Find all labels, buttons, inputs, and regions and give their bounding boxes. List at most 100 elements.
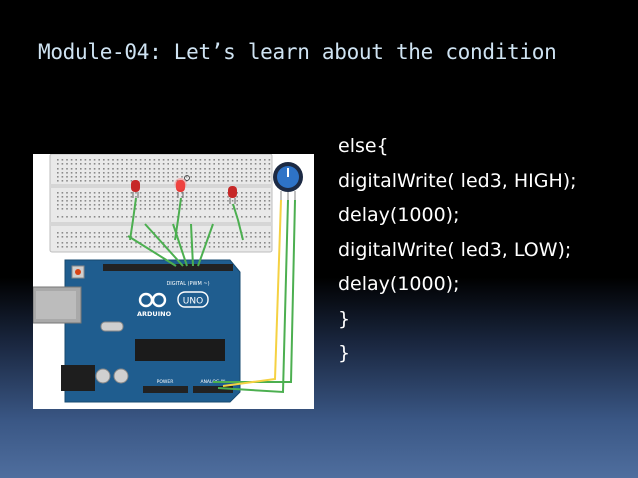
breadboard-hole (190, 172, 192, 174)
breadboard-hole (268, 208, 271, 210)
breadboard-hole (208, 204, 211, 206)
breadboard-hole (70, 216, 73, 218)
breadboard-hole (222, 236, 225, 238)
breadboard-hole (227, 242, 229, 244)
breadboard-hole (75, 232, 77, 234)
breadboard-hole (149, 236, 151, 238)
breadboard-hole (70, 159, 73, 161)
breadboard-hole (75, 168, 77, 170)
breadboard-hole (66, 159, 68, 161)
breadboard-hole (116, 168, 119, 170)
breadboard-hole (57, 236, 59, 238)
breadboard-hole (84, 196, 87, 198)
breadboard-hole (176, 232, 179, 234)
breadboard-hole (176, 180, 179, 182)
breadboard-hole (80, 192, 82, 194)
breadboard-hole (181, 172, 183, 174)
breadboard-hole (84, 159, 87, 161)
breadboard-hole (103, 168, 105, 170)
breadboard-hole (250, 163, 252, 165)
breadboard-hole (121, 246, 123, 248)
breadboard-hole (254, 208, 257, 210)
breadboard-hole (190, 163, 192, 165)
breadboard-hole (130, 180, 133, 182)
breadboard-hole (153, 204, 156, 206)
breadboard-hole (116, 200, 119, 202)
breadboard-hole (89, 232, 91, 234)
arduino-logo (138, 292, 167, 308)
breadboard-hole (84, 192, 87, 194)
breadboard-hole (190, 180, 192, 182)
breadboard-hole (213, 242, 215, 244)
code-line: digitalWrite( led3, HIGH); (338, 169, 577, 192)
breadboard-hole (144, 216, 146, 218)
breadboard-hole (107, 204, 110, 206)
breadboard-hole (172, 163, 174, 165)
breadboard-hole (61, 159, 64, 161)
breadboard-hole (236, 168, 238, 170)
breadboard-hole (208, 236, 211, 238)
breadboard-hole (213, 200, 215, 202)
breadboard-hole (254, 159, 257, 161)
breadboard-hole (98, 236, 100, 238)
breadboard-hole (199, 192, 202, 194)
breadboard-hole (199, 168, 202, 170)
breadboard-hole (57, 159, 59, 161)
breadboard-hole (245, 176, 248, 178)
breadboard-hole (66, 242, 68, 244)
breadboard-hole (61, 246, 64, 248)
breadboard-hole (93, 200, 96, 202)
breadboard-hole (167, 232, 169, 234)
breadboard-hole (89, 172, 91, 174)
breadboard-hole (144, 192, 146, 194)
breadboard-hole (158, 163, 160, 165)
breadboard-hole (57, 176, 59, 178)
breadboard-hole (93, 216, 96, 218)
breadboard-hole (264, 236, 266, 238)
breadboard-hole (93, 236, 96, 238)
breadboard-hole (153, 208, 156, 210)
breadboard-hole (208, 163, 211, 165)
breadboard-hole (172, 204, 174, 206)
breadboard-hole (130, 168, 133, 170)
breadboard-hole (107, 200, 110, 202)
breadboard-hole (61, 208, 64, 210)
breadboard-hole (213, 172, 215, 174)
breadboard-hole (107, 216, 110, 218)
breadboard-hole (259, 232, 261, 234)
breadboard-hole (162, 200, 165, 202)
breadboard-hole (259, 180, 261, 182)
signal-wires (127, 197, 296, 394)
breadboard-hole (231, 163, 234, 165)
breadboard-hole (172, 236, 174, 238)
breadboard-hole (98, 200, 100, 202)
breadboard-hole (121, 236, 123, 238)
breadboard-hole (135, 163, 137, 165)
breadboard-hole (190, 159, 192, 161)
breadboard-hole (70, 176, 73, 178)
breadboard-hole (66, 196, 68, 198)
circuit-diagram: UNO ARDUINO DIGITAL (PWM ~) POWER ANALOG… (33, 154, 303, 403)
breadboard-hole (254, 192, 257, 194)
breadboard-hole (222, 168, 225, 170)
breadboard-hole (84, 200, 87, 202)
breadboard-hole (222, 159, 225, 161)
breadboard-hole (93, 168, 96, 170)
breadboard-hole (89, 159, 91, 161)
breadboard-hole (204, 168, 206, 170)
breadboard-hole (80, 172, 82, 174)
breadboard-hole (121, 232, 123, 234)
breadboard-hole (135, 236, 137, 238)
breadboard-hole (259, 172, 261, 174)
breadboard-hole (80, 159, 82, 161)
breadboard-hole (181, 232, 183, 234)
breadboard-hole (264, 232, 266, 234)
code-line: delay(1000); (338, 273, 460, 295)
breadboard-hole (98, 172, 100, 174)
breadboard-hole (70, 236, 73, 238)
breadboard-hole (245, 192, 248, 194)
breadboard-hole (222, 200, 225, 202)
breadboard-hole (139, 196, 142, 198)
breadboard-hole (158, 196, 160, 198)
breadboard-hole (250, 172, 252, 174)
